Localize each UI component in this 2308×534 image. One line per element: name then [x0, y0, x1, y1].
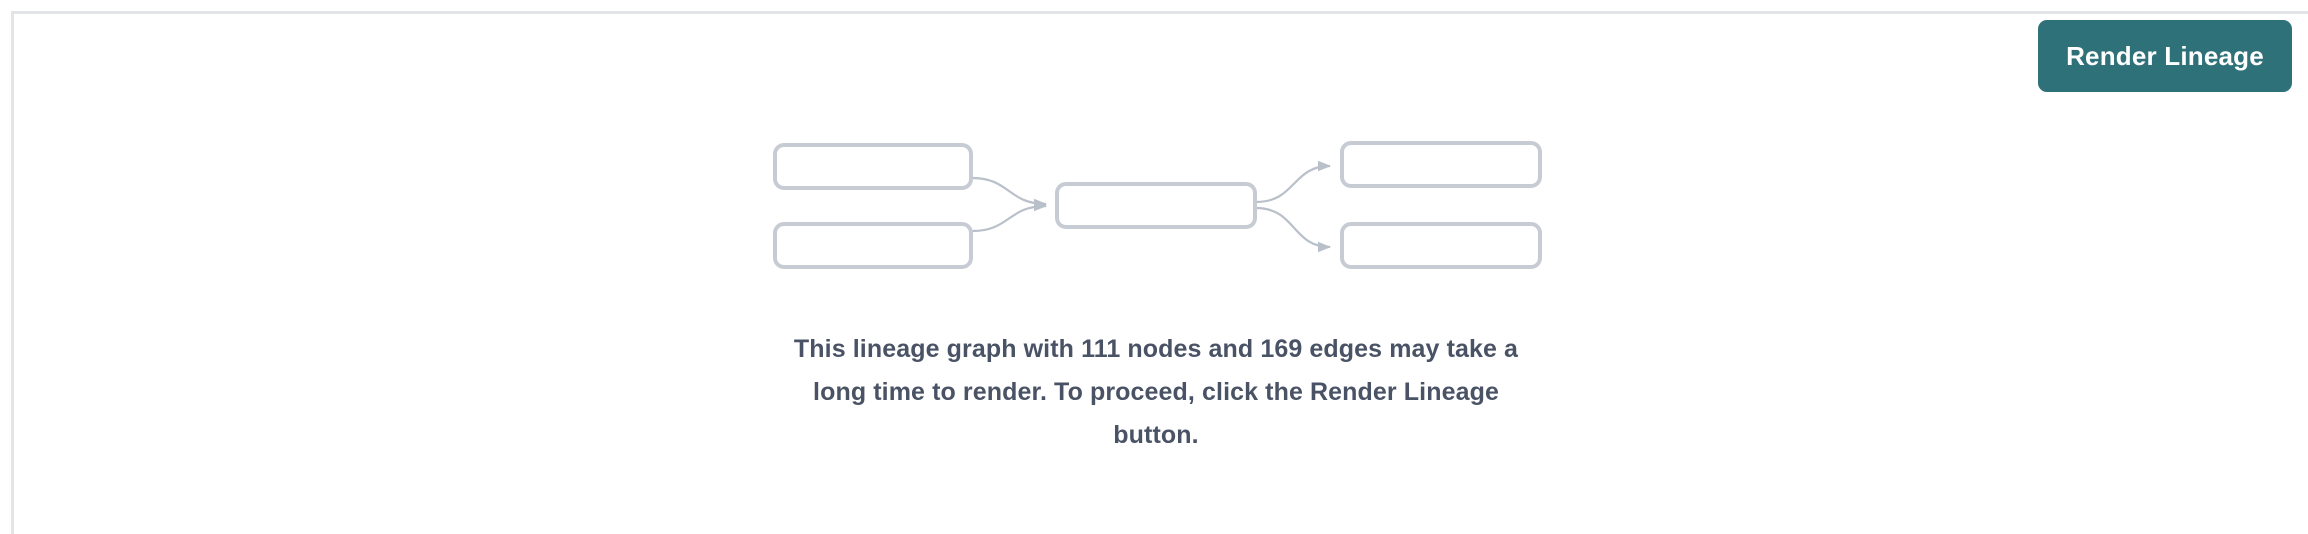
- edge-center-to-right-bottom: [1255, 206, 1332, 253]
- edge-center-to-right-top: [1255, 160, 1332, 204]
- edge-left-bottom-to-center: [971, 200, 1048, 233]
- render-lineage-button[interactable]: Render Lineage: [2038, 20, 2292, 92]
- placeholder-node-left-bottom: [773, 222, 973, 269]
- placeholder-node-right-bottom: [1340, 222, 1542, 269]
- lineage-warning-message: This lineage graph with 111 nodes and 16…: [793, 335, 1519, 449]
- panel-left-border: [11, 11, 14, 534]
- placeholder-node-right-top: [1340, 141, 1542, 188]
- placeholder-node-center: [1055, 182, 1257, 229]
- panel-top-border: [12, 11, 2308, 14]
- edge-left-top-to-center: [971, 176, 1048, 210]
- placeholder-node-left-top: [773, 143, 973, 190]
